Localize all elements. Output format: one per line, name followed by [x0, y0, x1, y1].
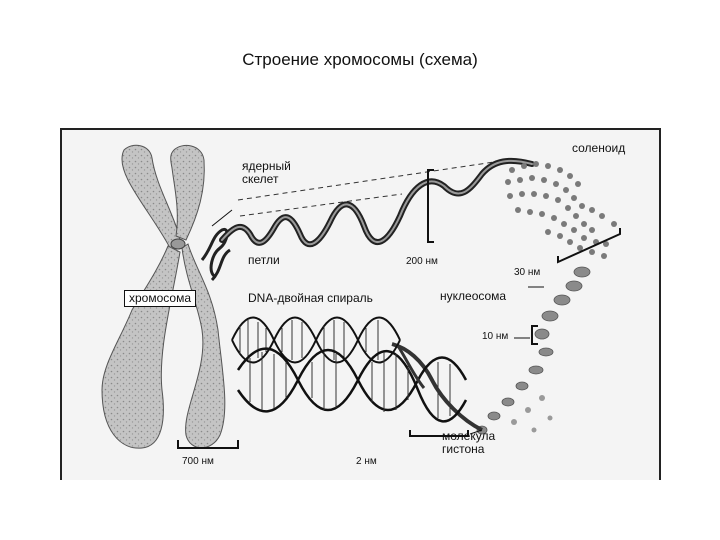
solenoid-beads — [505, 161, 617, 259]
skeleton-line — [237, 161, 495, 201]
centromere — [170, 238, 186, 250]
label-2nm: 2 нм — [356, 456, 377, 467]
nucleosome-fiber — [391, 342, 483, 432]
label-700nm: 700 нм — [182, 456, 214, 467]
dna-helix-lower — [236, 347, 468, 423]
chromosome-structure-diagram: ядерный скелет соленоид петли 200 нм 30 … — [60, 128, 661, 480]
bracket-200nm — [427, 169, 434, 243]
dna-base-pairs-lower — [249, 352, 451, 418]
page-title: Строение хромосомы (схема) — [242, 50, 478, 69]
label-200nm: 200 нм — [406, 256, 438, 267]
bracket-2nm — [409, 430, 469, 437]
label-10nm: 10 нм — [482, 331, 509, 342]
label-chromosome: хромосома — [124, 290, 197, 307]
label-loops: петли — [248, 253, 280, 267]
label-30nm: 30 нм — [514, 267, 541, 278]
label-solenoid: соленоид — [572, 141, 626, 155]
label-histone-molecule: молекула гистона — [442, 429, 496, 456]
histone-dots — [511, 395, 553, 433]
label-dna-helix: DNA-двойная спираль — [248, 291, 373, 305]
label-nuclear-skeleton: ядерный скелет — [242, 159, 291, 186]
bracket-30nm — [557, 228, 621, 264]
bracket-700nm — [177, 440, 239, 449]
dna-base-pairs-upper — [239, 320, 379, 360]
bracket-10nm — [531, 325, 538, 345]
label-nucleosome: нуклеосома — [440, 289, 507, 303]
